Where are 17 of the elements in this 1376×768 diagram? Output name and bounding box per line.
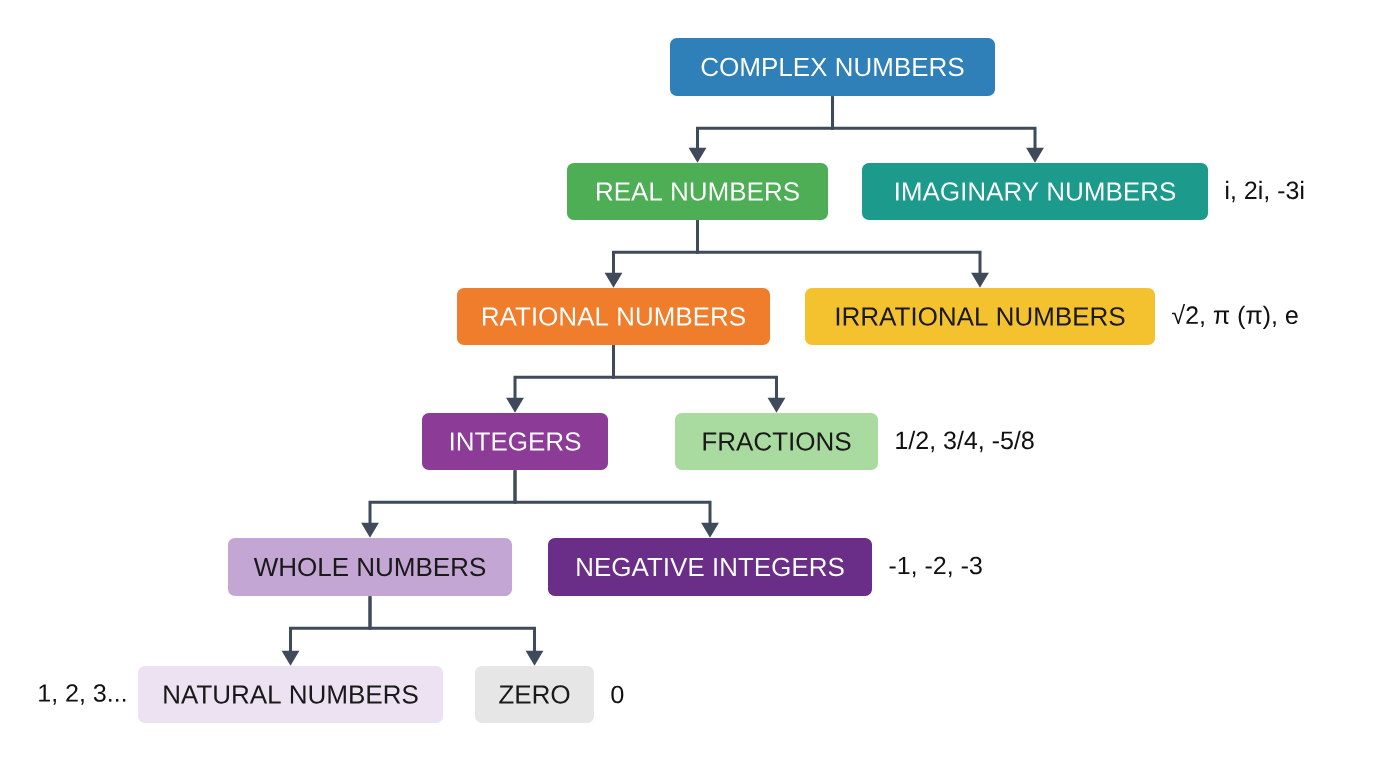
category-box: REAL NUMBERS <box>567 163 828 220</box>
example-text: 0 <box>611 685 624 704</box>
category-box: IRRATIONAL NUMBERS <box>805 288 1155 345</box>
category-box: IMAGINARY NUMBERS <box>862 163 1208 220</box>
category-box: INTEGERS <box>422 413 608 470</box>
example-text: √2, π (π), e <box>1172 304 1298 329</box>
example-text: -1, -2, -3 <box>889 556 982 578</box>
example-text: 1/2, 3/4, -5/8 <box>896 430 1034 453</box>
category-box: WHOLE NUMBERS <box>228 538 512 596</box>
category-box: NEGATIVE INTEGERS <box>548 538 872 596</box>
category-box: NATURAL NUMBERS <box>138 666 443 723</box>
category-box: RATIONAL NUMBERS <box>457 288 770 345</box>
category-box: COMPLEX NUMBERS <box>670 38 995 96</box>
category-box: FRACTIONS <box>675 413 878 470</box>
category-box: ZERO <box>475 666 594 723</box>
example-text: i, 2i, -3i <box>1226 180 1304 203</box>
example-text: 1, 2, 3... <box>39 684 126 705</box>
